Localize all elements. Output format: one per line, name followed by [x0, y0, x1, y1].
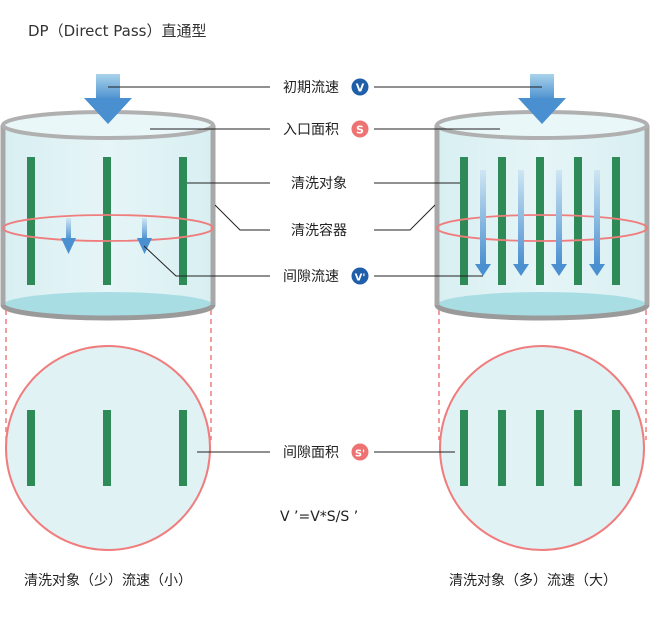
page-title: DP（Direct Pass）直通型: [28, 22, 206, 40]
leader-lines: [108, 86, 542, 453]
rod: [612, 157, 620, 285]
label-text: 入口面积: [283, 122, 339, 138]
label-text: 初期流速: [283, 79, 339, 96]
right-cross-section: [439, 345, 645, 551]
badge-text: S': [355, 449, 365, 460]
right-cylinder: [434, 74, 650, 321]
flow-arrow-icon: [589, 170, 605, 276]
rod: [536, 157, 544, 285]
rod: [27, 157, 35, 285]
flow-arrow-icon: [475, 170, 491, 276]
label-initial-velocity: 初期流速 V: [283, 78, 369, 96]
rod: [103, 157, 111, 285]
flow-arrow-icon: [551, 170, 567, 276]
label-inlet-area: 入口面积 S: [283, 120, 369, 138]
label-gap-velocity: 间隙流速 V': [283, 267, 369, 285]
label-text: 清洗容器: [291, 222, 347, 239]
label-cleaning-vessel: 清洗容器: [291, 222, 347, 239]
badge-text: V': [355, 273, 366, 284]
rod: [179, 157, 187, 285]
rod: [103, 410, 111, 486]
formula: V ’=V*S/S ’: [280, 509, 358, 525]
badge-s-prime-icon: [351, 443, 369, 461]
rod: [460, 157, 468, 285]
rod: [460, 410, 468, 486]
cross-section-ring: [436, 214, 648, 242]
left-cylinder: [0, 74, 216, 321]
rod: [536, 410, 544, 486]
rod: [27, 410, 35, 486]
caption-left: 清洗对象（少）流速（小）: [24, 573, 192, 589]
label-cleaning-object: 清洗对象: [291, 176, 347, 192]
flow-arrow-icon: [513, 170, 529, 276]
badge-text: V: [356, 82, 365, 95]
rod: [179, 410, 187, 486]
zoom-connector-lines: [5, 310, 647, 440]
caption-right: 清洗对象（多）流速（大）: [449, 572, 617, 589]
rod: [498, 157, 506, 285]
badge-s-icon: [351, 120, 369, 138]
rod: [612, 410, 620, 486]
rod: [574, 410, 582, 486]
label-text: 间隙流速: [283, 269, 339, 285]
label-text: 间隙面积: [283, 445, 339, 461]
badge-v-icon: [351, 78, 369, 96]
rod: [498, 410, 506, 486]
label-gap-area: 间隙面积 S': [283, 443, 369, 461]
label-text: 清洗对象: [291, 176, 347, 192]
cross-section-ring: [2, 214, 214, 242]
badge-v-prime-icon: [351, 267, 369, 285]
badge-text: S: [356, 124, 364, 137]
left-cross-section: [5, 345, 211, 551]
rod: [574, 157, 582, 285]
flow-arrow-icon: [61, 218, 76, 254]
